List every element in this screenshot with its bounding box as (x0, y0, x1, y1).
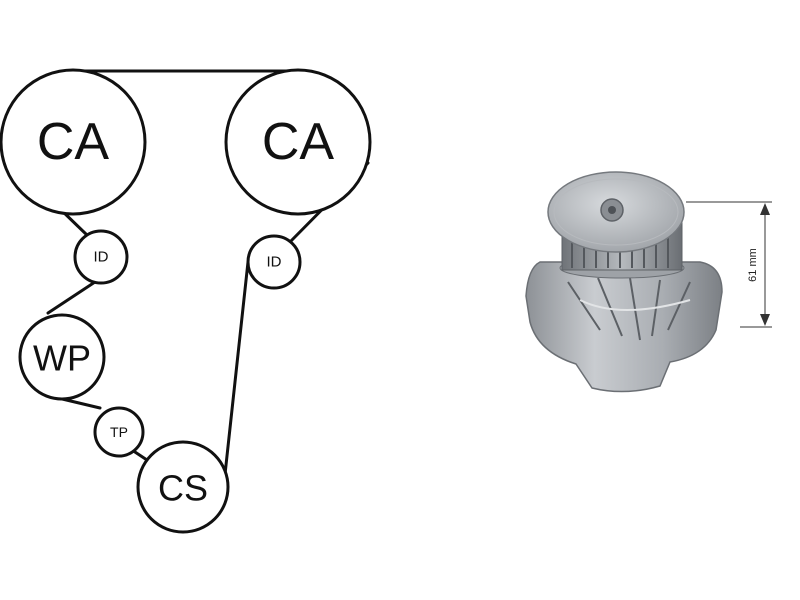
pulley-idler-left: ID (73, 229, 129, 285)
dimension-label: 61 mm (747, 248, 759, 282)
belt-right-span-2 (220, 260, 250, 504)
pulley-water-pump: WP (18, 313, 106, 401)
dimension-arrow-bottom (760, 314, 770, 326)
pulley-idler-right: ID (246, 234, 302, 290)
svg-text:CA: CA (37, 113, 110, 171)
height-dimension (686, 201, 772, 328)
dimension-arrow-top (760, 203, 770, 215)
belt-left-span-2 (46, 278, 100, 315)
water-pump-image (525, 171, 723, 393)
svg-text:ID: ID (267, 254, 282, 271)
svg-text:CS: CS (158, 468, 208, 509)
svg-text:ID: ID (94, 249, 109, 266)
pulley-crankshaft: CS (136, 440, 230, 534)
pulley-tensioner: TP (93, 406, 145, 458)
svg-text:CA: CA (262, 113, 335, 171)
svg-text:WP: WP (33, 338, 91, 379)
pulley-camshaft-left: CA (0, 68, 147, 216)
pulley-camshaft-right: CA (224, 68, 372, 216)
svg-text:TP: TP (110, 424, 128, 440)
